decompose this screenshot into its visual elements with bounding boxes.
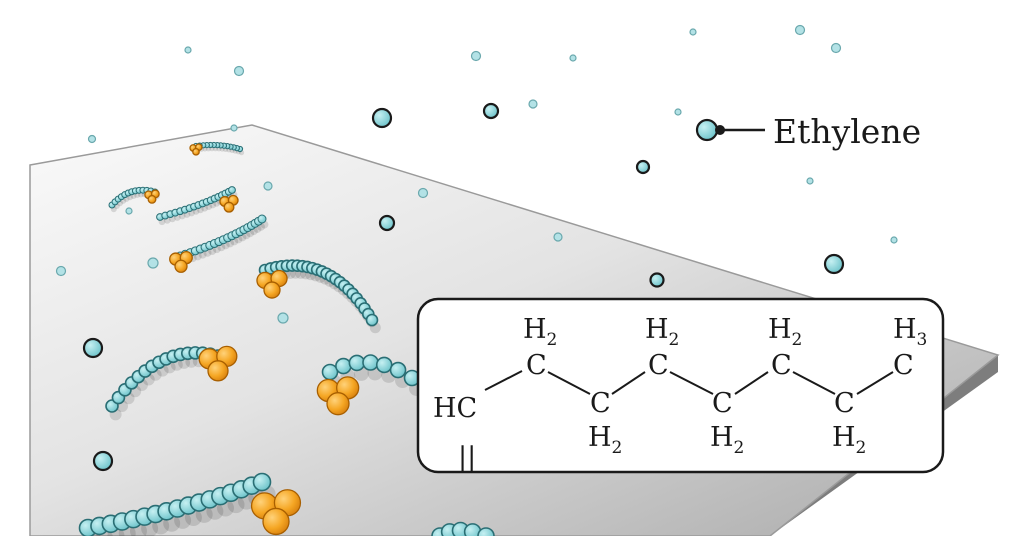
chain-monomer xyxy=(252,472,272,492)
polymer-chains xyxy=(78,141,495,536)
catalyst-atom xyxy=(326,392,350,416)
bond-7 xyxy=(856,371,894,395)
ethylene-molecule xyxy=(482,102,500,120)
polymer-chain xyxy=(105,345,238,421)
atom-c-5: C xyxy=(771,350,792,381)
formula-box xyxy=(416,297,945,474)
chain-monomer xyxy=(389,361,407,379)
terminal-hc: HC xyxy=(433,393,477,424)
ethylene-molecule xyxy=(125,207,133,215)
ethylene-molecule xyxy=(635,159,651,175)
ethylene-molecule xyxy=(823,253,845,275)
atom-c-1: C xyxy=(526,350,547,381)
ethylene-molecule xyxy=(674,108,682,116)
ethylene-molecule xyxy=(794,24,806,36)
polymer-chain xyxy=(189,141,245,156)
atom-h-7: H3 xyxy=(893,314,927,350)
polymer-chain xyxy=(169,214,269,273)
ethylene-molecule xyxy=(92,450,114,472)
atom-h-4: H2 xyxy=(710,422,744,458)
polymer-chain xyxy=(108,186,160,213)
catalyst-atom xyxy=(223,201,235,213)
chain-monomer xyxy=(348,354,366,372)
bond-1 xyxy=(484,370,523,391)
bond-2 xyxy=(547,371,591,395)
ethylene-molecule xyxy=(263,181,273,191)
atom-c-2: C xyxy=(590,388,611,419)
catalyst-atom xyxy=(262,507,290,536)
atom-h-2: H2 xyxy=(588,422,622,458)
ethylene-molecule xyxy=(890,236,898,244)
ethylene-molecule xyxy=(553,232,563,242)
atom-c-6: C xyxy=(834,388,855,419)
polymer-chain xyxy=(156,186,239,226)
bond-6 xyxy=(792,371,836,395)
atom-c-3: C xyxy=(648,350,669,381)
polymer-chain xyxy=(431,521,495,536)
atom-c-4: C xyxy=(712,388,733,419)
ethylene-molecule xyxy=(277,312,289,324)
catalyst-atom xyxy=(207,360,229,382)
ethylene-molecule xyxy=(82,337,104,359)
ethylene-molecule-icon xyxy=(695,118,719,142)
ethylene-molecule xyxy=(55,265,67,277)
ethylene-molecule xyxy=(569,54,577,62)
bond-5 xyxy=(734,371,769,395)
bond-3 xyxy=(611,371,646,395)
ethylene-molecule xyxy=(830,42,842,54)
chain-monomer xyxy=(375,356,393,374)
chain-monomer xyxy=(362,354,379,371)
legend: Ethylene xyxy=(695,112,921,151)
atom-h-1: H2 xyxy=(523,314,557,350)
ethylene-molecule xyxy=(371,107,393,129)
bond-4 xyxy=(669,371,714,395)
atom-h-6: H2 xyxy=(832,422,866,458)
double-bond: || xyxy=(458,442,476,473)
chain-monomer xyxy=(477,527,495,536)
free-monomers xyxy=(55,24,898,472)
polymer-chain xyxy=(316,354,424,416)
ethylene-molecule xyxy=(470,50,482,62)
ethylene-molecule xyxy=(806,177,814,185)
ethylene-molecule xyxy=(184,46,192,54)
ethylene-molecule xyxy=(378,214,396,232)
ethylene-molecule xyxy=(230,124,238,132)
ethylene-molecule xyxy=(528,99,538,109)
chain-monomer xyxy=(228,186,236,194)
ethylene-molecule xyxy=(87,134,97,144)
polymer-chain xyxy=(256,259,381,334)
formula-atoms: HC || H2 C C H2 H2 C C H2 H2 C C H2 H3 C xyxy=(433,314,927,473)
chain-monomer xyxy=(365,313,379,327)
polymer-chain xyxy=(78,472,302,536)
ethylene-molecule xyxy=(233,65,245,77)
ethylene-molecule xyxy=(417,187,429,199)
atom-h-3: H2 xyxy=(645,314,679,350)
structural-formula: HC || H2 C C H2 H2 C C H2 H2 C C H2 H3 C xyxy=(416,297,945,474)
chain-monomer xyxy=(257,214,267,224)
catalyst-atom xyxy=(263,281,281,299)
catalyst-atom xyxy=(147,194,157,204)
catalyst-atom xyxy=(192,147,200,156)
ethylene-molecule xyxy=(689,28,697,36)
legend-label: Ethylene xyxy=(773,112,921,151)
chain-monomer xyxy=(335,357,352,375)
catalyst-atom xyxy=(174,259,188,273)
formula-bonds xyxy=(484,370,894,395)
atom-c-7: C xyxy=(893,350,914,381)
atom-h-5: H2 xyxy=(768,314,802,350)
ethylene-molecule xyxy=(147,257,159,269)
ethylene-molecule xyxy=(649,272,665,288)
